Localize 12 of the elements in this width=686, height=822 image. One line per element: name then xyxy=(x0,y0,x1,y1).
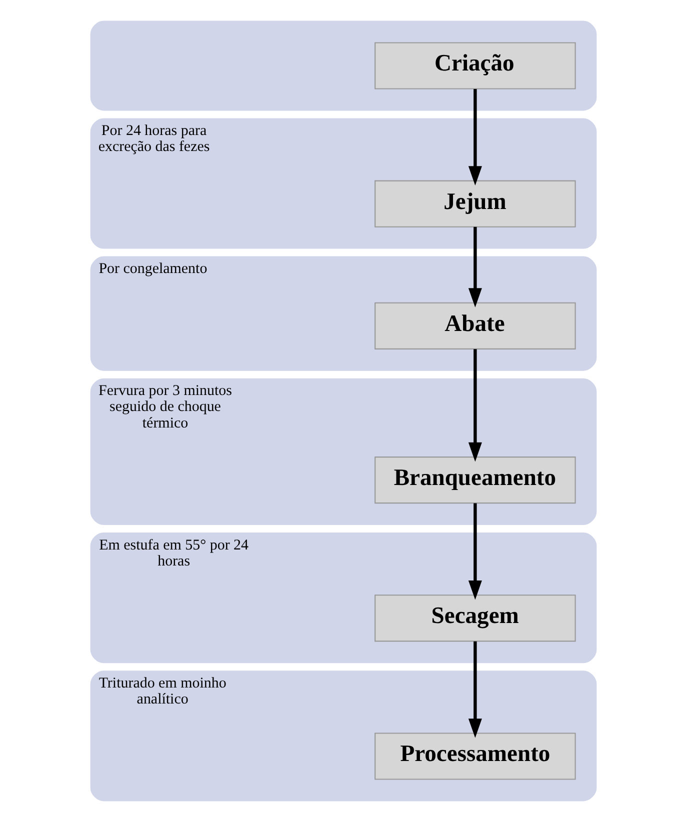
arrow xyxy=(468,226,482,308)
arrow xyxy=(468,641,482,738)
node-box: Secagem xyxy=(374,594,576,642)
arrow xyxy=(468,88,482,186)
node-box: Branqueamento xyxy=(374,456,576,504)
cluster xyxy=(90,20,596,111)
arrow xyxy=(468,503,482,600)
node-box: Jejum xyxy=(374,180,576,228)
node-box: Criação xyxy=(374,42,576,90)
node-box: Processamento xyxy=(374,732,576,780)
arrow xyxy=(468,349,482,462)
node-box: Abate xyxy=(374,302,576,350)
